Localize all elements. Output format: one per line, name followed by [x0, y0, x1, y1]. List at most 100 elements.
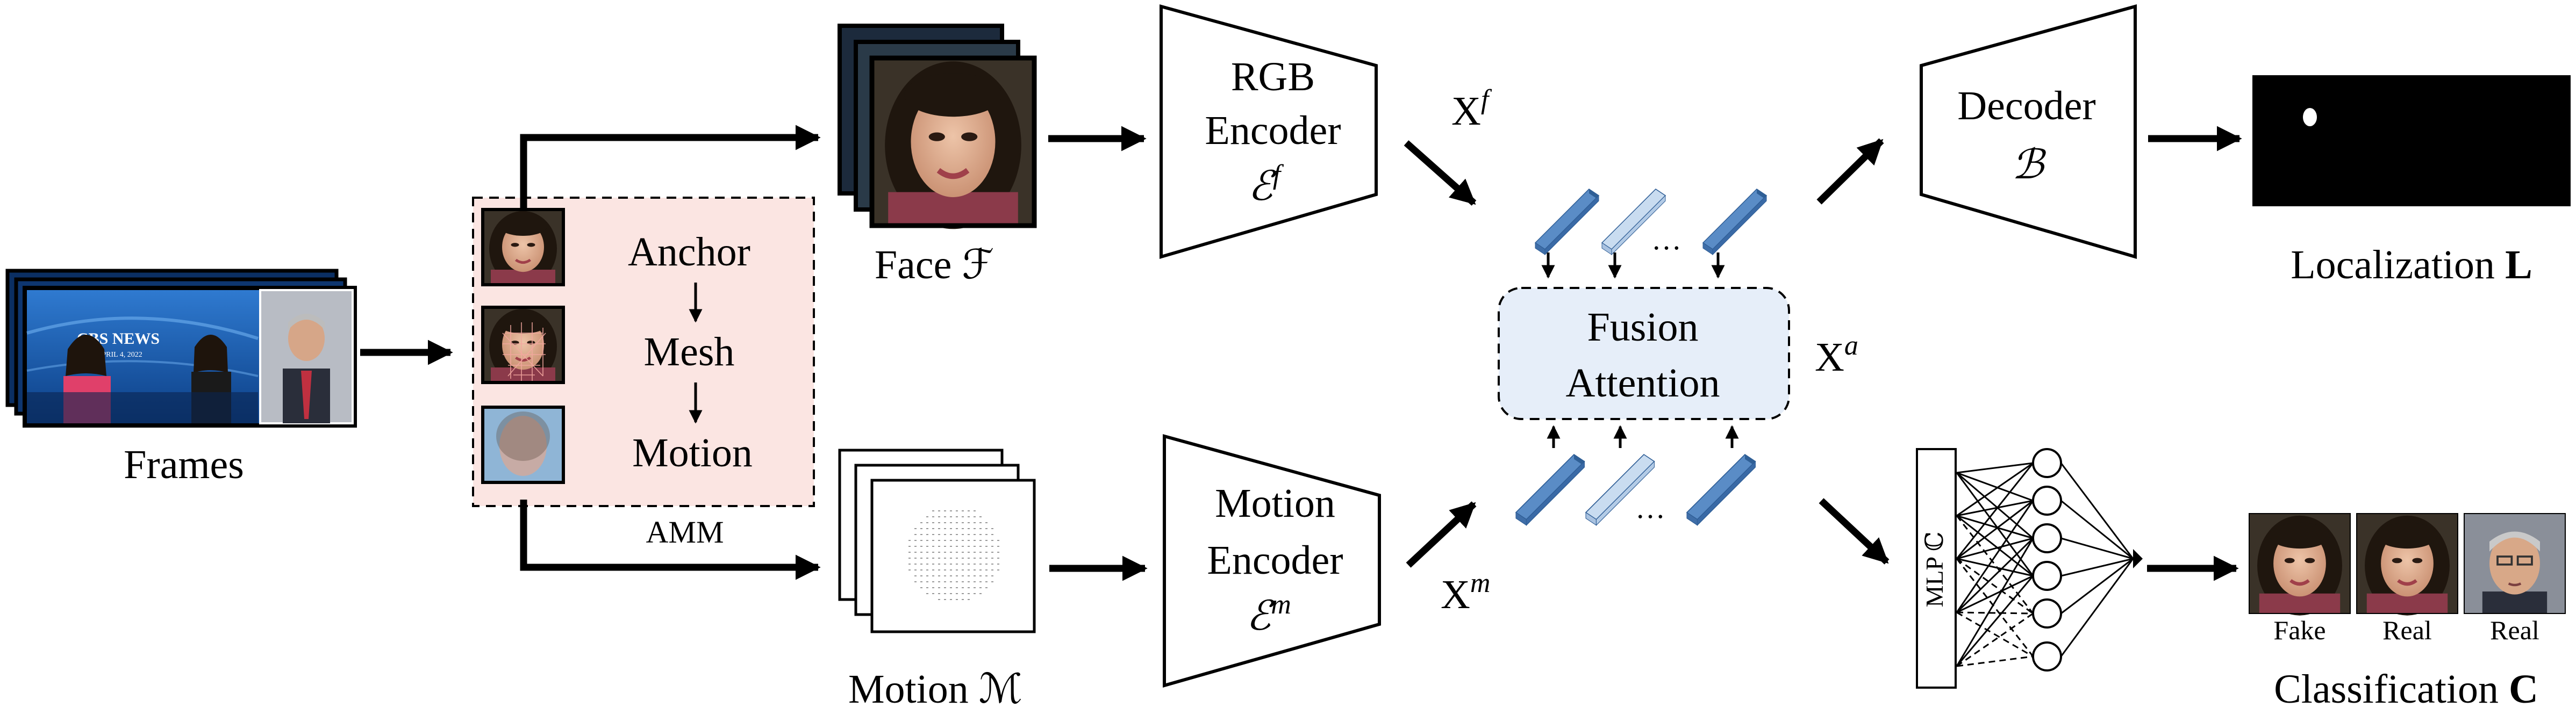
- motion-vector-dot: [956, 546, 958, 547]
- amm-step-anchor: Anchor: [628, 229, 750, 275]
- motion-encoder-block: [1163, 434, 1381, 688]
- motion-vector-dot: [920, 581, 922, 582]
- motion-vector-dot: [974, 528, 976, 529]
- motion-vector-dot: [985, 534, 988, 535]
- motion-vector-dot: [926, 581, 928, 582]
- motion-vector-dot: [956, 581, 958, 582]
- motion-vector-dot: [974, 587, 976, 588]
- news-banner-date: APRIL 4, 2022: [96, 351, 142, 359]
- motion-vector-dot: [926, 546, 928, 547]
- motion-vector-dot: [950, 528, 952, 529]
- motion-vector-dot: [944, 587, 946, 588]
- motion-vector-dot: [985, 564, 988, 565]
- motion-vector-dot: [926, 558, 928, 559]
- mlp-input-edge: [1956, 655, 2034, 667]
- motion-vector-dot: [926, 516, 928, 517]
- motion-vector-dot: [950, 552, 952, 553]
- motion-vector-dot: [956, 540, 958, 541]
- motion-vector-dot: [974, 522, 976, 523]
- motion-vector-dot: [979, 581, 982, 582]
- motion-vector-dot: [944, 593, 946, 594]
- mlp-input-edge: [1956, 462, 2034, 474]
- motion-vector-dot: [968, 534, 970, 535]
- motion-vector-dot: [991, 581, 993, 582]
- mlp-hidden-node: [2032, 598, 2062, 629]
- motion-vector-dot: [962, 522, 964, 523]
- motion-vector-dot: [938, 593, 940, 594]
- mlp-input-edge: [1956, 575, 2034, 667]
- motion-vector-dot: [950, 564, 952, 565]
- motion-vector-dot: [914, 552, 917, 553]
- motion-vector-dot: [926, 575, 928, 576]
- motion-vector-dot: [932, 546, 934, 547]
- top-tokens-ellipsis: …: [1651, 223, 1681, 256]
- mlp-output-edge: [2060, 558, 2134, 615]
- motion-vector-dot: [908, 540, 911, 541]
- motion-vector-dot: [956, 593, 958, 594]
- motion-vector-dot: [979, 575, 982, 576]
- motion-vector-dot: [938, 581, 940, 582]
- classification-label: Classification C: [2274, 667, 2538, 712]
- motion-vector-dot: [962, 569, 964, 571]
- motion-vector-dot: [944, 528, 946, 529]
- motion-vector-dot: [991, 552, 993, 553]
- motion-vector-dot: [944, 564, 946, 565]
- motion-vector-dot: [938, 569, 940, 571]
- motion-vector-dot: [920, 546, 922, 547]
- mlp-input-edge: [1956, 611, 2034, 658]
- motion-vector-dot: [968, 552, 970, 553]
- motion-vector-dot: [956, 558, 958, 559]
- amm-mesh-thumbnail: [481, 306, 565, 384]
- motion-vector-dot: [991, 569, 993, 571]
- motion-vector-dot: [962, 581, 964, 582]
- mlp-input-edge: [1956, 537, 2034, 560]
- bottom-token-arrows: [1547, 425, 1739, 448]
- motion-vector-dot: [956, 587, 958, 588]
- motion-vector-dot: [944, 599, 946, 600]
- motion-vector-dot: [979, 546, 982, 547]
- motion-set-label: Motion ℳ: [848, 667, 1022, 712]
- localization-mask-image: [2252, 75, 2571, 206]
- motion-vector-dot: [997, 569, 999, 571]
- motion-vector-dot: [938, 575, 940, 576]
- motion-vector-dot: [950, 540, 952, 541]
- motion-vector-dot: [968, 510, 970, 511]
- motion-vector-dot: [938, 558, 940, 559]
- motion-vector-dot: [920, 540, 922, 541]
- motion-vector-dot: [926, 534, 928, 535]
- mlp-input-edge: [1956, 515, 2034, 539]
- motion-vector-dot: [974, 564, 976, 565]
- motion-vector-dot: [968, 593, 970, 594]
- motion-vector-dot: [985, 587, 988, 588]
- xm-label: Xm: [1441, 568, 1490, 617]
- motion-vector-dot: [962, 540, 964, 541]
- motion-vector-dot: [938, 564, 940, 565]
- motion-vector-dot: [968, 564, 970, 565]
- fusion-attention-title: Fusion: [1587, 305, 1699, 350]
- top-token-arrows: [1541, 252, 1725, 279]
- motion-vector-dot: [962, 510, 964, 511]
- motion-vector-dot: [985, 581, 988, 582]
- amm-step-motion: Motion: [632, 430, 753, 475]
- motion-vector-dot: [914, 564, 917, 565]
- motion-vector-dot: [974, 510, 976, 511]
- motion-vector-dot: [938, 510, 940, 511]
- motion-vector-dot: [932, 558, 934, 559]
- motion-vector-dot: [950, 510, 952, 511]
- motion-vector-dot: [950, 599, 952, 600]
- motion-vector-dot: [938, 516, 940, 517]
- motion-vector-dot: [914, 528, 917, 529]
- xf-label: Xf: [1451, 84, 1492, 134]
- motion-vector-dot: [968, 575, 970, 576]
- mlp-input-edge: [1956, 463, 2034, 559]
- class-output-fake: Fake: [2273, 615, 2325, 645]
- motion-vector-dot: [968, 558, 970, 559]
- decoder-symbol: ℬ: [2012, 142, 2047, 187]
- motion-vector-dot: [979, 569, 982, 571]
- motion-vector-dot: [979, 522, 982, 523]
- motion-vector-dot: [914, 569, 917, 571]
- motion-vector-dot: [997, 540, 999, 541]
- motion-vector-dot: [985, 558, 988, 559]
- motion-vector-dot: [962, 552, 964, 553]
